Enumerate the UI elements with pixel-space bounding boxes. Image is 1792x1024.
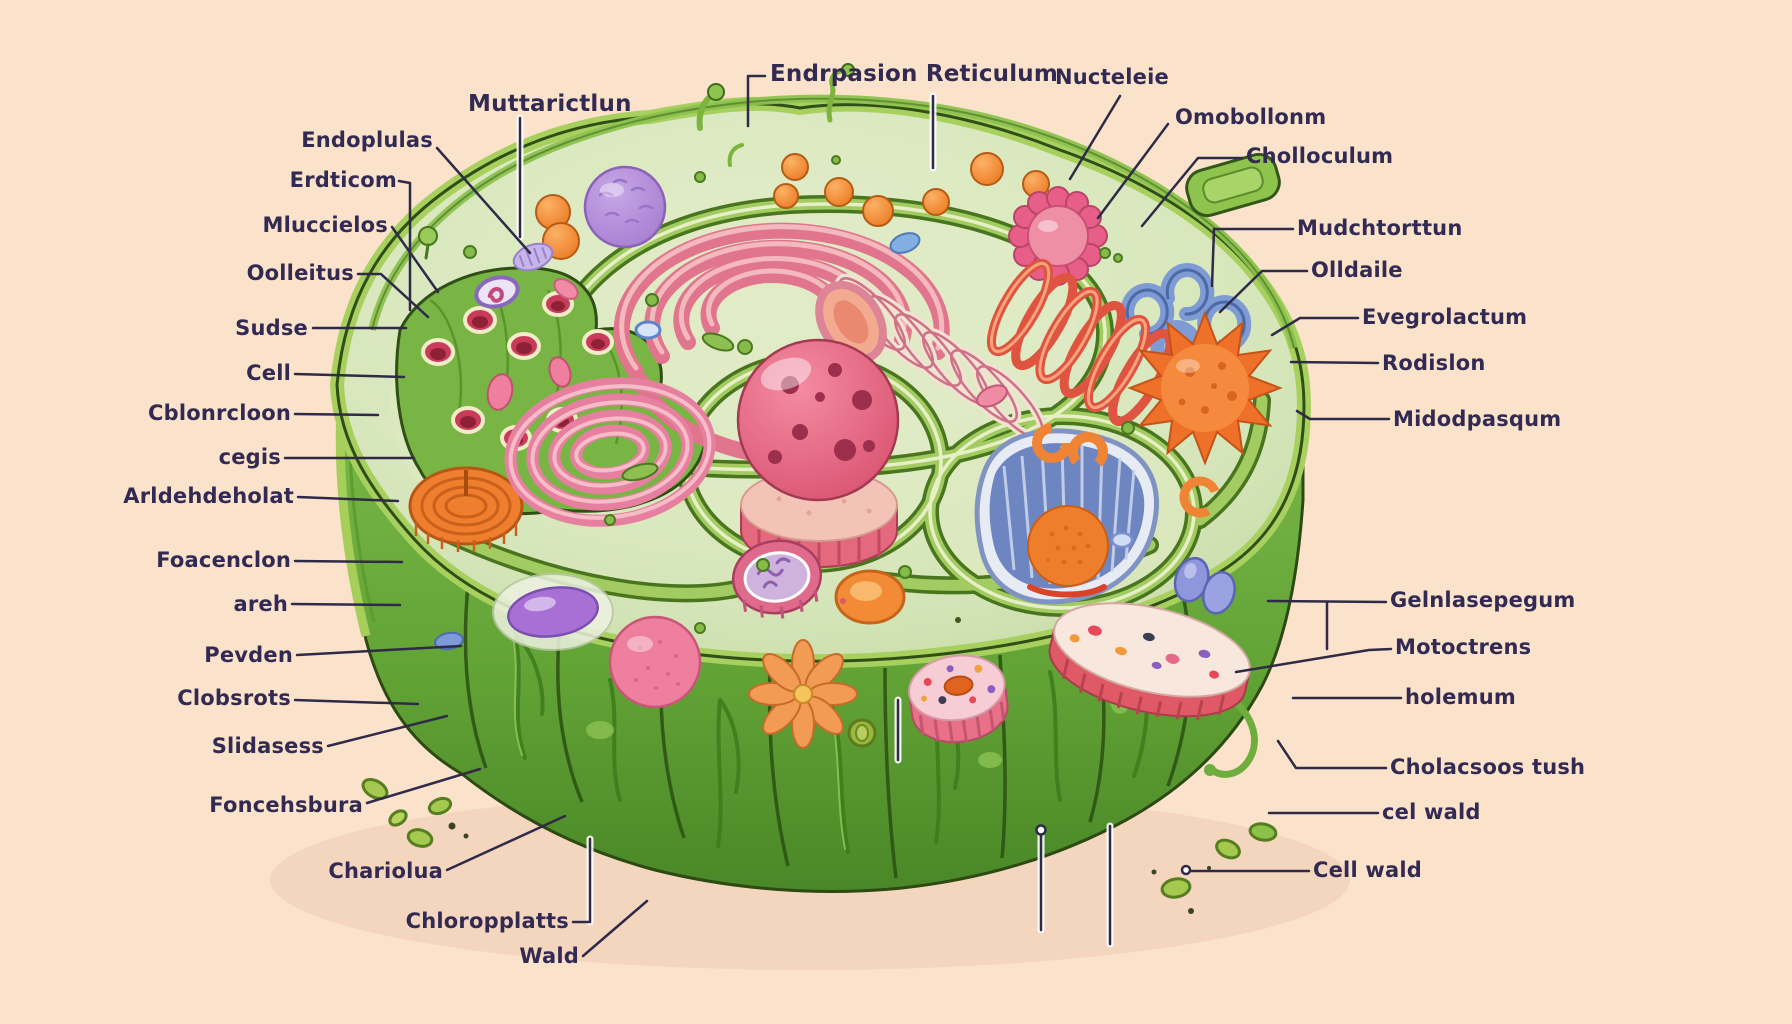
label-pevden: Pevden: [204, 643, 293, 667]
organelle-orange-flower: [748, 639, 858, 749]
loose-beans-right: [1151, 822, 1278, 914]
leader-lines: [283, 74, 1403, 958]
organelle-orange-vesicles: [535, 152, 1050, 260]
organelle-orange-disc: [408, 466, 524, 552]
organelle-green-vesicle: [1185, 152, 1281, 218]
label-cell-wald: Cell wald: [1313, 858, 1422, 882]
leader-line-cholloculum: [1140, 156, 1244, 228]
label-endoplulas: Endoplulas: [301, 128, 433, 152]
organelle-red-coil: [986, 258, 1175, 427]
leader-line-rodislon: [1289, 360, 1380, 365]
tendril-right: [1206, 692, 1258, 778]
leader-line-clobsrots: [293, 698, 420, 706]
leader-line-chloropplatts: [571, 837, 592, 924]
organelle-endoplasmic-reticulum: [613, 222, 1048, 467]
label-mudchtorttun: Mudchtorttun: [1297, 216, 1463, 240]
leader-line-omobollonm: [1096, 122, 1170, 220]
label-cholloculum: Cholloculum: [1246, 144, 1394, 168]
organelle-nucleus: [736, 338, 900, 568]
leader-line-cholacsoos: [1276, 739, 1388, 770]
label-evegrolactum: Evegrolactum: [1362, 305, 1528, 329]
label-cholacsoos-tush: Cholacsoos tush: [1390, 755, 1586, 779]
loose-beans-left: [361, 778, 469, 848]
membrane-sprouts: [418, 63, 855, 260]
label-areh: areh: [233, 592, 288, 616]
leader-line-nucteleie: [1068, 94, 1122, 181]
leader-line-endoplulas: [435, 146, 532, 255]
leader-line-motoctrens: [1234, 647, 1393, 674]
leader-line-areh: [290, 602, 402, 607]
label-midodpasqum: Midodpasqum: [1393, 407, 1562, 431]
label-erdticom: Erdticom: [289, 168, 397, 192]
label-oolleitus: Oolleitus: [246, 261, 354, 285]
label-omobollonm: Omobollonm: [1175, 105, 1327, 129]
organelle-pink-sphere: [608, 615, 702, 709]
er-tube-mouth: [815, 280, 887, 364]
organelle-orange-rings: [1032, 423, 1221, 518]
organelle-twin-ovals: [1173, 556, 1236, 615]
label-foncehsbura: Foncehsbura: [209, 793, 363, 817]
label-olldaile: Olldaile: [1311, 258, 1403, 282]
label-gelnlasepegum: Gelnlasepegum: [1390, 588, 1576, 612]
label-endrpasion-reticulum: Endrpasion Reticulum: [770, 61, 1059, 87]
leader-line-arldehdeholat: [296, 495, 400, 503]
label-wald: Wald: [519, 944, 579, 968]
leader-line-erdticom: [397, 179, 412, 312]
organelle-purple-blob: [492, 573, 614, 651]
leader-line-cblonrcloon: [293, 412, 380, 417]
leader-line-foacenclon: [293, 559, 404, 564]
label-sudse: Sudse: [235, 316, 308, 340]
organelle-spiky-ball: [1127, 310, 1283, 466]
label-cell: Cell: [246, 361, 291, 385]
leader-line-cell: [293, 372, 406, 379]
label-mluccielos: Mluccielos: [262, 213, 388, 237]
label-arldehdeholat: Arldehdeholat: [123, 484, 294, 508]
organelle-pink-coil: [504, 377, 716, 527]
leader-line-pevden: [295, 644, 463, 657]
leader-line-foncehsbura: [365, 767, 482, 805]
label-rodislon: Rodislon: [1382, 351, 1486, 375]
leader-line-evegrolactum: [1270, 316, 1360, 337]
label-cel-wald: cel wald: [1382, 800, 1481, 824]
rim-mini-organelles: [474, 242, 579, 309]
organelle-blue-bowl: [974, 428, 1159, 605]
organelle-purple-sphere: [583, 165, 667, 249]
label-clobsrots: Clobsrots: [177, 686, 291, 710]
label-cblonrcloon: Cblonrcloon: [147, 401, 291, 425]
leader-line-mluccielos: [390, 225, 440, 294]
label-chariolua: Chariolua: [328, 859, 443, 883]
label-holemum: holemum: [1405, 685, 1516, 709]
organelle-spotted-cylinder: [908, 654, 1009, 744]
leader-line-olldaile: [1218, 269, 1309, 314]
label-chloropplatts: Chloropplatts: [405, 909, 569, 933]
label-motoctrens: Motoctrens: [1395, 635, 1532, 659]
surface-specks: [434, 155, 1135, 748]
label-nucteleie: Nucteleie: [1055, 65, 1169, 89]
label-foacenclon: Foacenclon: [156, 548, 291, 572]
leader-line-slidasess: [326, 714, 449, 748]
leader-line-chariolua: [445, 814, 567, 872]
organelle-orange-blob: [834, 569, 906, 625]
organelle-ribbed-plate: [1048, 602, 1251, 721]
leader-line-midodpasqum: [1295, 409, 1391, 421]
label-slidasess: Slidasess: [211, 734, 324, 758]
label-muttarictlun: Muttarictlun: [468, 91, 632, 117]
leader-line-oolleitus: [356, 272, 430, 319]
leader-line-endrpasion-a: [746, 74, 767, 128]
leader-line-mudchtorttun: [1210, 227, 1295, 288]
leader-line-wald: [581, 899, 649, 958]
label-cegis: cegis: [218, 445, 281, 469]
